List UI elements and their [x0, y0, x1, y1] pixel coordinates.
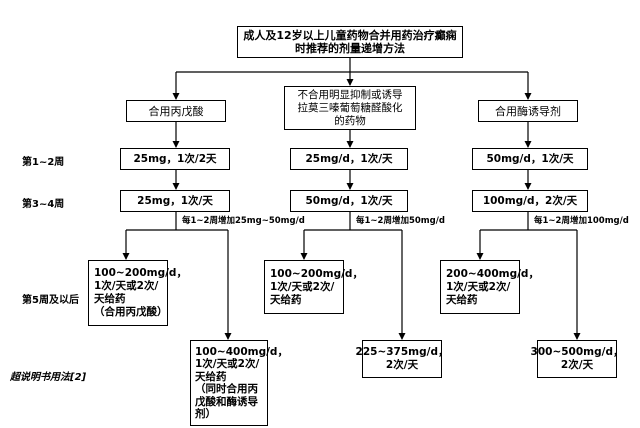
- offlabel-inducer-dose: 300~500mg/d， 2次/天: [530, 346, 624, 371]
- title-box: 成人及12岁以上儿童药物合并用药治疗癫痫 时推荐的剂量递增方法: [237, 26, 463, 58]
- offlabel-non-inducer-box: 225~375mg/d， 2次/天: [356, 340, 448, 378]
- week-3-4-valproate-dose: 25mg，1次/天: [137, 194, 213, 207]
- titration-note-valproate: 每1~2周增加25mg~50mg/d: [182, 216, 305, 226]
- branch-valproate-box: 合用丙戊酸: [126, 100, 226, 122]
- branch-inducer-box: 合用酶诱导剂: [478, 100, 578, 122]
- row-label-week-5-plus: 第5周及以后: [22, 295, 79, 306]
- week-3-4-non-inducer-dose: 50mg/d，1次/天: [305, 194, 393, 207]
- week-1-2-inducer-dose: 50mg/d，1次/天: [486, 152, 574, 165]
- offlabel-valproate-dose: 100~400mg/d， 1次/天或2次/ 天给药 （同时合用丙 戊酸和酶诱导 …: [195, 345, 288, 421]
- week-3-4-non-inducer-box: 50mg/d，1次/天: [290, 190, 408, 212]
- branch-valproate-label: 合用丙戊酸: [148, 104, 204, 118]
- week-1-2-non-inducer-dose: 25mg/d，1次/天: [305, 152, 393, 165]
- offlabel-non-inducer-dose: 225~375mg/d， 2次/天: [355, 346, 449, 371]
- offlabel-inducer-box: 300~500mg/d， 2次/天: [531, 340, 623, 378]
- week-3-4-inducer-dose: 100mg/d，2次/天: [482, 194, 578, 207]
- week-1-2-non-inducer-box: 25mg/d，1次/天: [290, 148, 408, 170]
- offlabel-valproate-box: 100~400mg/d， 1次/天或2次/ 天给药 （同时合用丙 戊酸和酶诱导 …: [190, 340, 288, 426]
- row-label-off-label: 超说明书用法[2]: [10, 372, 87, 383]
- maintenance-non-inducer-box: 100~200mg/d， 1次/天或2次/ 天给药: [264, 260, 363, 314]
- titration-note-non-inducer: 每1~2周增加50mg/d: [356, 216, 445, 226]
- maintenance-valproate-dose: 100~200mg/d， 1次/天或2次/ 天给药 （合用丙戊酸）: [94, 267, 187, 318]
- maintenance-valproate-box: 100~200mg/d， 1次/天或2次/ 天给药 （合用丙戊酸）: [88, 260, 187, 326]
- branch-non-inducer-label: 不合用明显抑制或诱导 拉莫三嗪葡萄糖醛酸化 的药物: [297, 88, 403, 127]
- branch-non-inducer-box: 不合用明显抑制或诱导 拉莫三嗪葡萄糖醛酸化 的药物: [284, 86, 416, 130]
- maintenance-inducer-box: 200~400mg/d， 1次/天或2次/ 天给药: [440, 260, 539, 314]
- branch-inducer-label: 合用酶诱导剂: [495, 104, 561, 118]
- week-3-4-inducer-box: 100mg/d，2次/天: [472, 190, 588, 212]
- row-label-week-1-2: 第1~2周: [22, 157, 65, 168]
- titration-note-inducer: 每1~2周增加100mg/d: [534, 216, 629, 226]
- week-1-2-valproate-box: 25mg，1次/2天: [120, 148, 230, 170]
- maintenance-non-inducer-dose: 100~200mg/d， 1次/天或2次/ 天给药: [270, 267, 363, 306]
- title-text: 成人及12岁以上儿童药物合并用药治疗癫痫 时推荐的剂量递增方法: [243, 29, 457, 55]
- week-1-2-inducer-box: 50mg/d，1次/天: [472, 148, 588, 170]
- maintenance-inducer-dose: 200~400mg/d， 1次/天或2次/ 天给药: [446, 267, 539, 306]
- week-3-4-valproate-box: 25mg，1次/天: [120, 190, 230, 212]
- week-1-2-valproate-dose: 25mg，1次/2天: [133, 152, 217, 165]
- row-label-week-3-4: 第3~4周: [22, 199, 65, 210]
